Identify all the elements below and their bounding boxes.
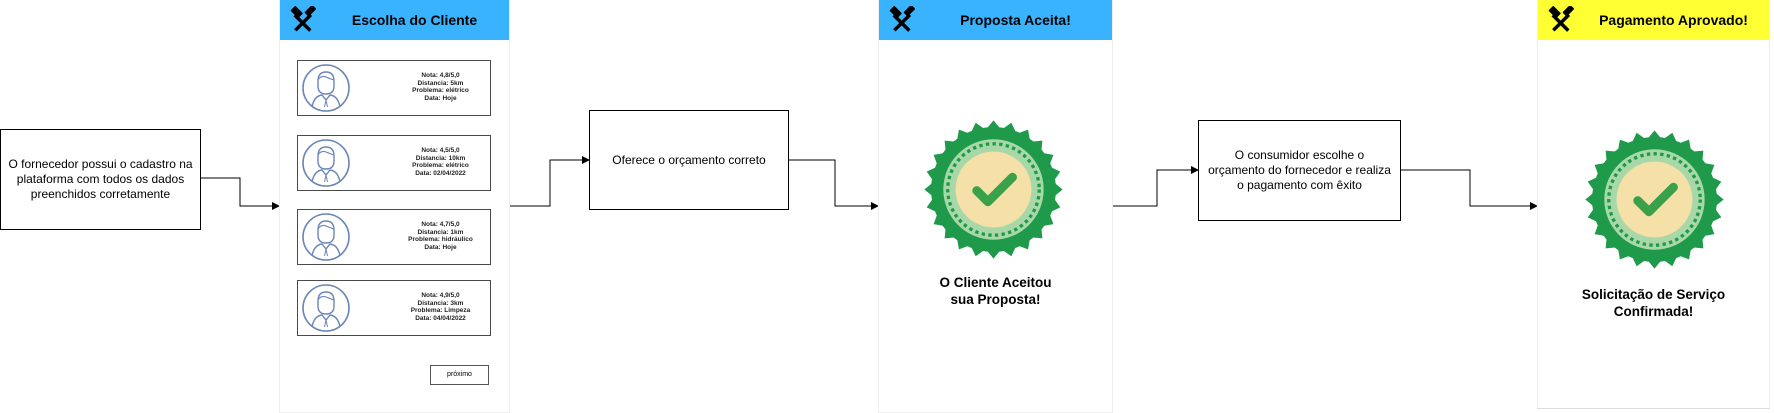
card-info: Nota: 4,7/5,0 Distancia: 1km Problema: h…: [393, 221, 488, 251]
screen-payment-approved: Pagamento Aprovado! Solicitação de Servi…: [1537, 0, 1770, 409]
arrow-choice-to-step2: [510, 156, 590, 207]
tools-icon: [887, 6, 917, 34]
card-distance: Distancia: 3km: [417, 299, 464, 307]
tools-icon: [1546, 6, 1576, 34]
avatar-icon: [301, 283, 351, 333]
step2-box: Oferece o orçamento correto: [589, 110, 789, 210]
arrow-step2-to-accepted: [789, 159, 879, 210]
supplier-card[interactable]: Nota: 4,9/5,0 Distancia: 3km Problema: L…: [297, 280, 491, 336]
card-rating: Nota: 4,9/5,0: [421, 292, 460, 299]
screen-title: Escolha do Cliente: [351, 12, 478, 28]
card-date: Data: 02/04/2022: [415, 169, 466, 177]
step1-box: O fornecedor possui o cadastro na plataf…: [0, 129, 201, 230]
screen-header: Proposta Aceita!: [879, 0, 1112, 40]
next-button[interactable]: próximo: [430, 365, 489, 385]
supplier-card[interactable]: Nota: 4,5/5,0 Distancia: 10km Problema: …: [297, 135, 491, 191]
supplier-card[interactable]: Nota: 4,8/5,0 Distancia: 5km Problema: e…: [297, 60, 491, 116]
step3-text: O consumidor escolhe o orçamento do forn…: [1208, 148, 1391, 192]
checkmark-badge-icon: [924, 120, 1063, 259]
card-problem: Problema: elétrico: [412, 87, 469, 94]
avatar-icon: [301, 138, 351, 188]
caption-line2: sua Proposta!: [950, 292, 1041, 307]
card-problem: Problema: elétrico: [412, 162, 469, 169]
card-info: Nota: 4,8/5,0 Distancia: 5km Problema: e…: [393, 72, 488, 102]
step3-box: O consumidor escolhe o orçamento do forn…: [1198, 120, 1401, 221]
checkmark-badge-icon: [1585, 130, 1724, 269]
card-date: Data: 04/04/2022: [415, 314, 466, 322]
confirmation-caption: O Cliente Aceitou sua Proposta!: [879, 274, 1112, 308]
arrow-accepted-to-step3: [1113, 166, 1199, 207]
card-info: Nota: 4,9/5,0 Distancia: 3km Problema: L…: [393, 292, 488, 322]
screen-header: Pagamento Aprovado!: [1538, 0, 1769, 40]
screen-client-choice: Escolha do Cliente Nota: 4,8/5,0 Distanc…: [279, 0, 510, 413]
step1-text: O fornecedor possui o cadastro na plataf…: [8, 157, 193, 201]
caption-line1: Solicitação de Serviço: [1581, 287, 1726, 302]
card-distance: Distancia: 10km: [415, 154, 466, 162]
arrow-step1-to-choice: [201, 177, 280, 210]
screen-title: Pagamento Aprovado!: [1599, 12, 1748, 28]
confirmation-caption: Solicitação de Serviço Confirmada!: [1538, 286, 1769, 320]
card-info: Nota: 4,5/5,0 Distancia: 10km Problema: …: [393, 147, 488, 177]
screen-header: Escolha do Cliente: [280, 0, 509, 40]
avatar-icon: [301, 212, 351, 262]
card-distance: Distancia: 5km: [417, 79, 464, 87]
card-rating: Nota: 4,7/5,0: [421, 221, 460, 228]
card-problem: Problema: Limpeza: [410, 307, 471, 314]
supplier-card[interactable]: Nota: 4,7/5,0 Distancia: 1km Problema: h…: [297, 209, 491, 265]
caption-line1: O Cliente Aceitou: [939, 275, 1052, 290]
avatar-icon: [301, 63, 351, 113]
screen-proposal-accepted: Proposta Aceita! O Cliente Aceitou sua P…: [878, 0, 1113, 413]
arrow-step3-to-payment: [1401, 169, 1538, 210]
card-rating: Nota: 4,8/5,0: [421, 72, 460, 79]
screen-title: Proposta Aceita!: [960, 12, 1071, 28]
card-problem: Problema: hidráulico: [408, 236, 473, 243]
caption-line2: Confirmada!: [1613, 304, 1694, 319]
card-date: Data: Hoje: [424, 243, 457, 251]
card-distance: Distancia: 1km: [417, 228, 464, 236]
card-date: Data: Hoje: [424, 94, 457, 102]
card-rating: Nota: 4,5/5,0: [421, 147, 460, 154]
tools-icon: [288, 6, 318, 34]
step2-text: Oferece o orçamento correto: [612, 152, 766, 167]
